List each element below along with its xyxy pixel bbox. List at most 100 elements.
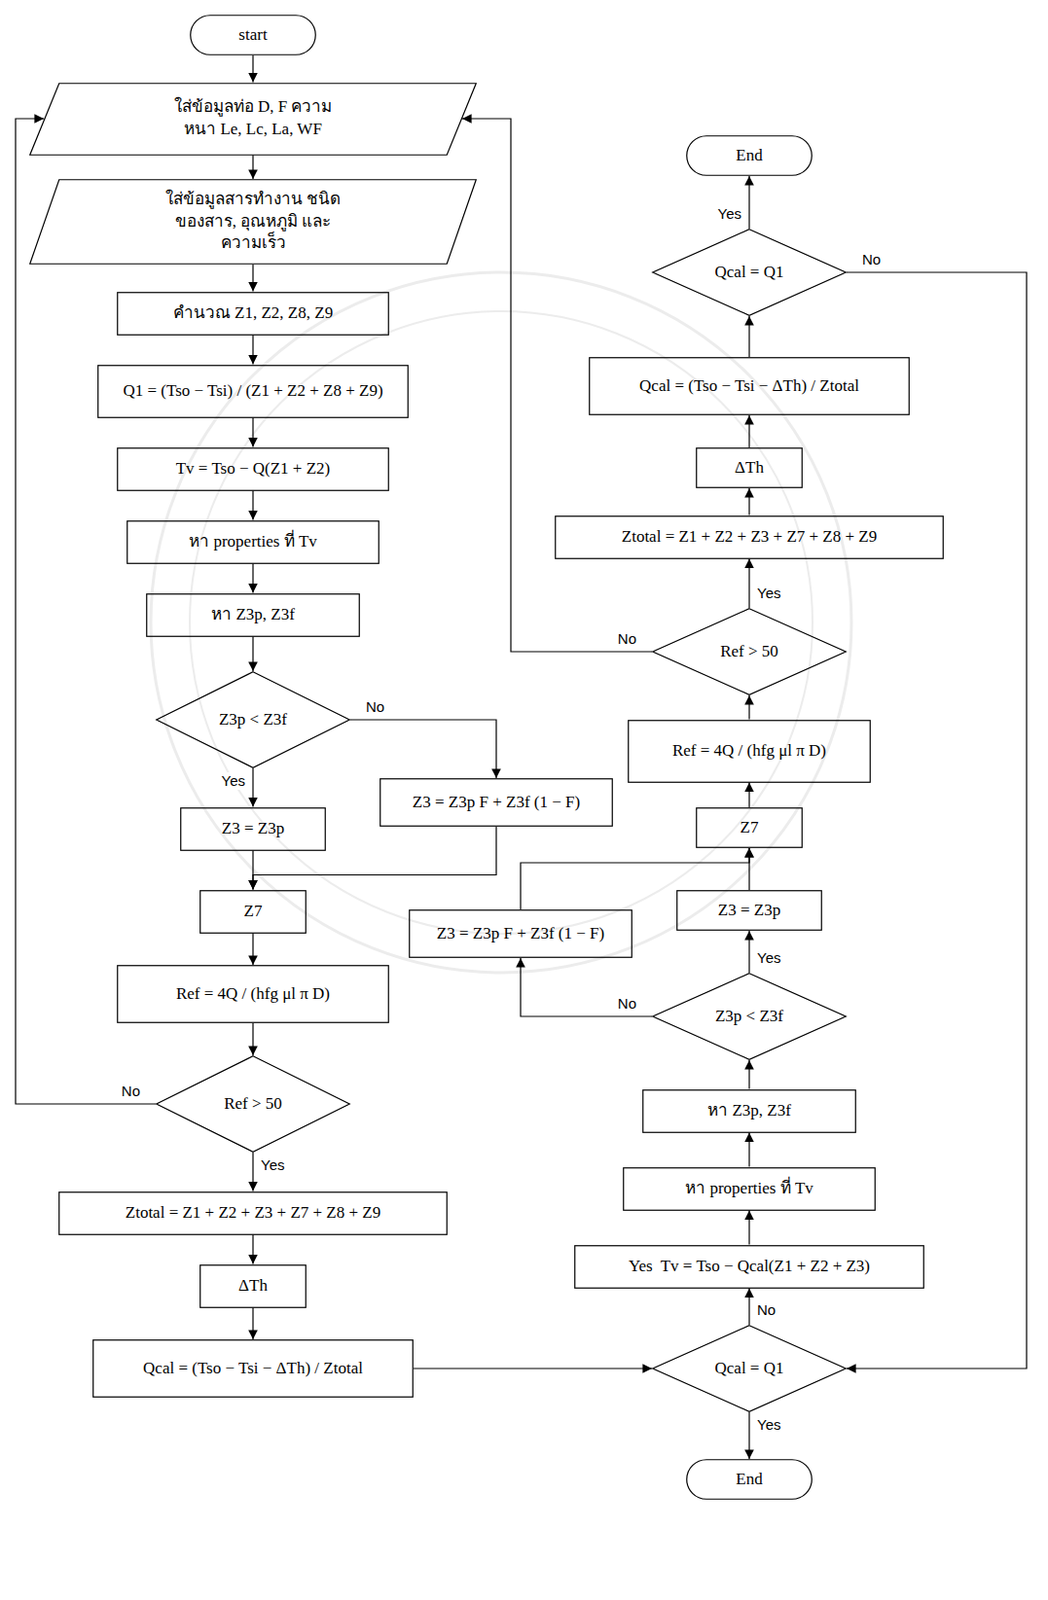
node-content: Q1 = (Tso − Tsi) / (Z1 + Z2 + Z8 + Z9) [122, 380, 383, 403]
process-box: Ztotal = Z1 + Z2 + Z3 + Z7 + Z8 + Z9 [554, 515, 944, 560]
branch-label: Yes [716, 205, 744, 223]
node-content: หา Z3p, Z3f [707, 1100, 792, 1123]
flow-arrow [748, 488, 750, 516]
terminal-box: start [189, 14, 317, 56]
decision-diamond: Z3p < Z3f [651, 973, 847, 1061]
node-text: Ztotal = Z1 + Z2 + Z3 + Z7 + Z8 + Z9 [125, 1202, 381, 1226]
node-content: Z3 = Z3p [718, 900, 781, 923]
outline-shape [380, 779, 614, 828]
node-text: End [735, 144, 762, 168]
outline-shape [200, 1264, 307, 1308]
flow-arrow [748, 931, 750, 974]
process-box: Q1 = (Tso − Tsi) / (Z1 + Z2 + Z8 + Z9) [97, 364, 409, 419]
outline-shape [652, 229, 847, 317]
flow-arrow [748, 1412, 750, 1460]
process-box: Z3 = Z3p [180, 807, 326, 852]
outline-shape [623, 1167, 876, 1211]
process-box: Z3 = Z3p F + Z3f (1 − F) [408, 909, 633, 959]
node-text: Qcal = (Tso − Tsi − ΔTh) / Ztotal [143, 1358, 363, 1381]
branch-label: Yes [219, 772, 248, 791]
node-text: Qcal = Q1 [715, 261, 785, 285]
node-text: Tv = Tso − Q(Z1 + Z2) [176, 458, 331, 481]
outline-shape [677, 891, 823, 932]
process-box: Tv = Tso − Q(Z1 + Z2) [116, 447, 390, 492]
outline-shape [409, 910, 633, 959]
node-text: Ref = 4Q / (hfg μl π D) [672, 740, 827, 763]
node-content: start [238, 24, 267, 47]
node-content: Z3 = Z3p F + Z3f (1 − F) [436, 923, 605, 946]
flow-arrow [252, 934, 253, 967]
process-box: Z7 [695, 807, 803, 849]
node-text: End [735, 1469, 762, 1492]
node-content: คำนวณ Z1, Z2, Z8, Z9 [173, 302, 333, 326]
flow-arrow [748, 783, 750, 809]
node-text: ΔTh [238, 1275, 268, 1299]
flow-arrow [252, 851, 253, 891]
decision-diamond: Qcal = Q1 [651, 1325, 847, 1413]
node-text: Qcal = Q1 [715, 1358, 785, 1381]
flow-arrow [252, 418, 253, 448]
node-content: End [735, 144, 762, 168]
outline-shape [589, 358, 910, 416]
flow-arrow [252, 768, 253, 808]
flow-arrow [413, 1368, 652, 1370]
flow-arrow [748, 1289, 750, 1327]
input-parallelogram: ใส่ข้อมูลท่อ D, F ความหนา Le, Lc, La, WF [29, 82, 477, 156]
node-content: End [735, 1469, 762, 1492]
node-text: คำนวณ Z1, Z2, Z8, Z9 [173, 302, 333, 326]
outline-shape [643, 1089, 857, 1133]
flow-arrow [846, 272, 1027, 1370]
outline-shape [93, 1340, 414, 1399]
process-box: คำนวณ Z1, Z2, Z8, Z9 [116, 291, 390, 336]
flow-arrow [748, 695, 750, 721]
node-content: ใส่ข้อมูลท่อ D, F ความหนา Le, Lc, La, WF [165, 96, 341, 142]
outline-shape [146, 593, 361, 637]
outline-shape [98, 364, 409, 418]
node-content: Ref > 50 [720, 641, 779, 664]
flow-arrow [252, 55, 253, 83]
flow-arrow [252, 264, 253, 292]
outline-shape [652, 1326, 847, 1413]
flow-arrow [252, 1235, 253, 1265]
flow-arrow [252, 491, 253, 521]
process-box: Z7 [199, 890, 307, 935]
node-text: Ztotal = Z1 + Z2 + Z3 + Z7 + Z8 + Z9 [621, 526, 877, 549]
outline-shape [127, 520, 380, 564]
process-box: Ref = 4Q / (hfg μl π D) [627, 720, 871, 784]
node-text: Ref > 50 [223, 1093, 283, 1117]
node-content: Qcal = (Tso − Tsi − ΔTh) / Ztotal [143, 1358, 363, 1381]
branch-label: No [119, 1083, 143, 1101]
process-box: หา Z3p, Z3f [145, 593, 361, 638]
node-content: Z3p < Z3f [715, 1006, 784, 1029]
branch-label: No [860, 251, 883, 269]
flow-arrow [252, 1308, 253, 1341]
flow-arrow [748, 559, 750, 610]
branch-label: Yes [755, 1416, 783, 1435]
node-text: start [238, 24, 267, 47]
node-content: ΔTh [238, 1275, 268, 1299]
node-content: หา properties ที่ Tv [188, 531, 318, 554]
node-text: ใส่ข้อมูลสารทำงาน ชนิดของสาร, อุณหภูมิ แ… [160, 188, 346, 256]
node-text: Z3p < Z3f [218, 709, 288, 732]
outline-shape [652, 609, 847, 696]
node-text: Z7 [244, 901, 263, 924]
decision-diamond: Ref > 50 [155, 1055, 351, 1154]
node-text: ใส่ข้อมูลท่อ D, F ความหนา Le, Lc, La, WF [165, 96, 341, 142]
node-content: YesTv = Tso − Qcal(Z1 + Z2 + Z3) [628, 1256, 870, 1279]
process-box: Qcal = (Tso − Tsi − ΔTh) / Ztotal [92, 1339, 414, 1399]
node-text: Z3 = Z3p F + Z3f (1 − F) [436, 923, 605, 946]
node-text: Ref > 50 [720, 641, 779, 664]
process-box: Z3 = Z3p F + Z3f (1 − F) [379, 778, 614, 828]
outline-shape [575, 1245, 925, 1289]
process-box: หา Z3p, Z3f [642, 1089, 857, 1134]
process-box: Ztotal = Z1 + Z2 + Z3 + Z7 + Z8 + Z9 [58, 1192, 448, 1236]
flow-arrow [748, 176, 750, 229]
node-content: Z3 = Z3p F + Z3f (1 − F) [412, 792, 580, 815]
node-content: Ref > 50 [223, 1093, 283, 1117]
node-text: Z7 [740, 817, 759, 840]
node-text: หา Z3p, Z3f [707, 1100, 792, 1123]
process-box: หา properties ที่ Tv [126, 520, 380, 565]
flow-arrow [748, 1211, 750, 1246]
node-content: Ztotal = Z1 + Z2 + Z3 + Z7 + Z8 + Z9 [125, 1202, 381, 1226]
